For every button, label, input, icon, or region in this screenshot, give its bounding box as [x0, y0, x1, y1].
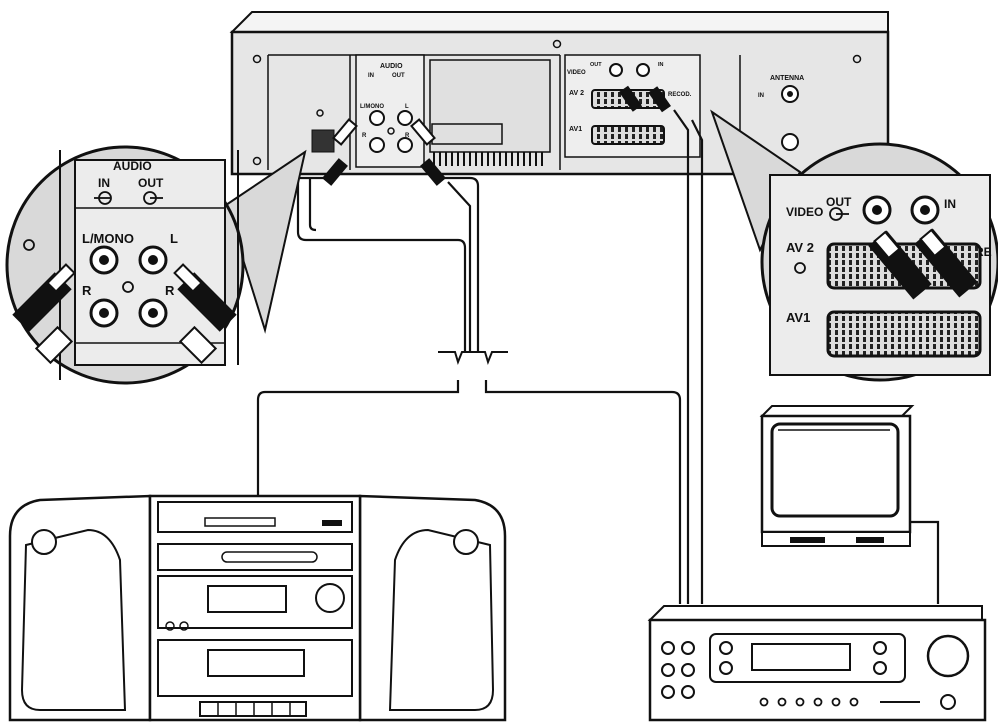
vcr-audio-out-l-jack[interactable]: [397, 110, 413, 126]
boombox-display: [207, 585, 287, 613]
vcr-audio-out-label: OUT: [392, 73, 405, 79]
vcr-audio-label: AUDIO: [380, 63, 403, 70]
vcr-lmono-label: L/MONO: [360, 104, 384, 110]
zoom-av2-label: AV 2: [786, 240, 814, 255]
zoom-lmono-label: L/MONO: [82, 231, 134, 246]
vcr-antenna-label: ANTENNA: [770, 75, 804, 82]
audio-zoom-detail: AUDIO IN OUT L/MONO L R R: [5, 145, 307, 385]
vcr-av2-label: AV 2: [569, 90, 584, 97]
vcr-video-in-jack[interactable]: [636, 63, 650, 77]
cd-tray[interactable]: [157, 501, 353, 533]
vcr-unit: AUDIO IN OUT L/MONO L R R VIDEO O: [229, 11, 890, 176]
vcr-rca-plugs: [322, 85, 671, 186]
zoom-audio-heading: AUDIO: [113, 159, 152, 173]
vcr-r-label-left: R: [362, 133, 367, 139]
zoom-out-label: OUT: [138, 176, 164, 190]
vcr-audio-in-label: IN: [368, 73, 374, 79]
zoom-video-label: VIDEO: [786, 205, 823, 219]
vcr-video-in-label: IN: [658, 62, 664, 68]
vcr-recod-label: RECOD.: [668, 92, 692, 98]
receiver-display: [751, 643, 851, 671]
television: [759, 405, 915, 547]
zoom-av1-label: AV1: [786, 310, 810, 325]
boombox-stereo: [8, 494, 507, 722]
vcr-audio-in-r-jack[interactable]: [369, 137, 385, 153]
vcr-antenna-out-jack[interactable]: [781, 133, 799, 151]
zoom-video-out-label: OUT: [826, 195, 852, 209]
vcr-video-out-label: OUT: [590, 62, 602, 68]
vcr-av1-scart[interactable]: [591, 125, 665, 145]
vcr-video-label: VIDEO: [567, 70, 586, 76]
cassette-buttons[interactable]: [199, 701, 307, 717]
video-zoom-detail: VIDEO OUT IN AV 2 AV1 RE: [710, 109, 998, 382]
av-receiver: [647, 605, 987, 722]
zoom-in-label: IN: [98, 176, 110, 190]
cassette-deck[interactable]: [207, 649, 305, 677]
transport-buttons[interactable]: [221, 551, 318, 563]
vcr-av1-label: AV1: [569, 126, 582, 133]
zoom-av1-scart[interactable]: [826, 310, 982, 358]
zoom-r-left-label: R: [82, 283, 92, 298]
vcr-audio-out-r-jack[interactable]: [397, 137, 413, 153]
zoom-video-in-label: IN: [944, 197, 956, 211]
volume-knob[interactable]: [926, 634, 970, 678]
vcr-audio-in-l-jack[interactable]: [369, 110, 385, 126]
vcr-l-label: L: [405, 104, 409, 110]
vcr-r-label-right: R: [405, 133, 410, 139]
vcr-antenna-in-label: IN: [758, 93, 764, 99]
boombox-tuning-knob[interactable]: [315, 583, 345, 613]
zoom-l-label: L: [170, 231, 178, 246]
zoom-r-right-label: R: [165, 283, 175, 298]
vcr-video-out-jack[interactable]: [609, 63, 623, 77]
